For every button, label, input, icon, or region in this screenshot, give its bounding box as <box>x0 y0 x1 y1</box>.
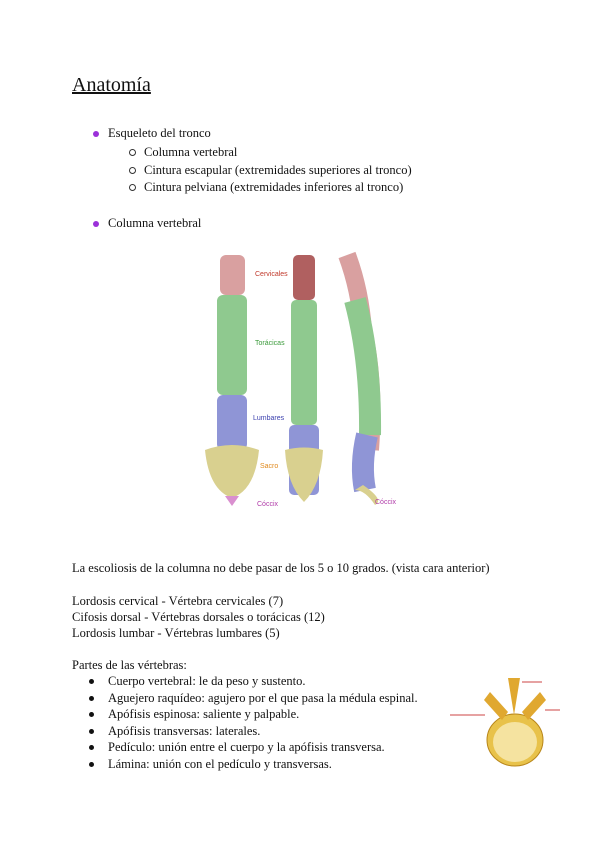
vertebra-part-text: Apófisis espinosa: saliente y palpable. <box>108 707 300 721</box>
vertebra-part-item: Cuerpo vertebral: le da peso y sustento. <box>89 674 306 689</box>
vertebra-part-item: Lámina: unión con el pedículo y transver… <box>89 756 332 772</box>
page-title: Anatomía <box>72 74 151 96</box>
label-sacrum: Sacro <box>260 463 278 470</box>
spine-lateral <box>338 251 382 505</box>
spine-back <box>285 255 323 502</box>
circle-bullet-icon <box>129 184 136 191</box>
bullet-icon <box>89 712 94 717</box>
bullet-icon <box>89 679 94 684</box>
parts-heading: Partes de las vértebras: <box>72 658 187 672</box>
curve-line: Lordosis cervical - Vértebra cervicales … <box>72 594 284 608</box>
circle-bullet-icon <box>129 149 136 156</box>
label-thoracic: Torácicas <box>255 340 285 347</box>
vertebra-part-text: Apófisis transversas: laterales. <box>108 723 261 738</box>
outline-sublabel: Cintura escapular (extremidades superior… <box>144 163 412 177</box>
label-coccyx: Cóccix <box>257 501 279 508</box>
label-coccyx-lateral: Cóccix <box>375 499 397 506</box>
bullet-icon <box>89 728 94 734</box>
vertebra-part-text: Lámina: unión con el pedículo y transver… <box>108 756 332 771</box>
vertebra-part-item: Apófisis espinosa: saliente y palpable. <box>89 707 300 722</box>
outline-label: Esqueleto del tronco <box>108 126 211 140</box>
spine-figure: Cervicales Torácicas Lumbares Sacro Cócc… <box>205 251 397 508</box>
vertebra-figure <box>450 678 560 767</box>
vertebra-part-item: Aguejero raquídeo: agujero por el que pa… <box>89 690 418 706</box>
bullet-icon <box>89 695 94 701</box>
outline-subitem: Cintura pelviana (extremidades inferiore… <box>129 180 404 195</box>
vertebra-part-text: Cuerpo vertebral: le da peso y sustento. <box>108 674 306 688</box>
outline-item: Columna vertebral <box>93 216 202 231</box>
curve-line: Cifosis dorsal - Vértebras dorsales o to… <box>72 610 325 624</box>
vertebra-part-item: Pedículo: unión entre el cuerpo y la apó… <box>89 740 385 755</box>
outline-sublabel: Cintura pelviana (extremidades inferiore… <box>144 180 404 194</box>
spine-front <box>205 255 259 506</box>
circle-bullet-icon <box>129 167 136 174</box>
bullet-icon <box>89 761 94 767</box>
outline-item: Esqueleto del tronco <box>93 126 211 141</box>
vertebra-part-item: Apófisis transversas: laterales. <box>89 723 261 739</box>
vertebra-part-text: Pedículo: unión entre el cuerpo y la apó… <box>108 740 385 754</box>
curve-line: Lordosis lumbar - Vértebras lumbares (5) <box>72 626 280 640</box>
outline-subitem: Columna vertebral <box>129 145 238 160</box>
outline-subitem: Cintura escapular (extremidades superior… <box>129 163 412 178</box>
label-lumbar: Lumbares <box>253 415 285 422</box>
bullet-icon <box>93 221 99 227</box>
scoliosis-text: La escoliosis de la columna no debe pasa… <box>72 561 490 575</box>
vertebra-part-text: Aguejero raquídeo: agujero por el que pa… <box>108 690 418 705</box>
bullet-icon <box>93 131 99 137</box>
bullet-icon <box>89 745 94 750</box>
label-cervical: Cervicales <box>255 271 288 278</box>
outline-sublabel: Columna vertebral <box>144 145 238 159</box>
outline-label: Columna vertebral <box>108 216 202 230</box>
